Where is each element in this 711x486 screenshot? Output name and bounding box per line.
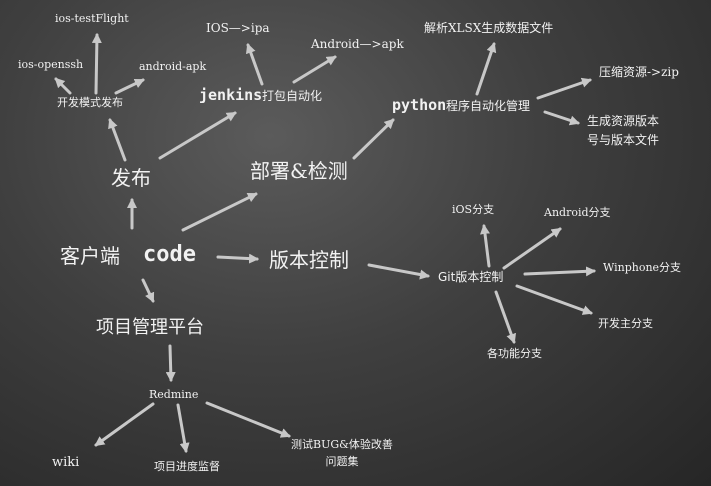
root-label-code: code: [143, 242, 196, 267]
version-control-node: 版本控制: [269, 248, 349, 272]
jenkins-suffix-label: 打包自动化: [262, 89, 323, 103]
ios-branch-node: iOS分支: [452, 203, 495, 216]
redmine-to-wiki-arrow: [94, 402, 155, 447]
dev-mode-release-node: 开发模式发布: [57, 96, 123, 109]
progress-monitor-node: 项目进度监督: [154, 460, 220, 473]
ios-testflight-node: ios-testFlight: [55, 12, 129, 25]
root-to-version-control-arrow: [216, 253, 259, 264]
project-mgmt-to-redmine-arrow: [165, 344, 176, 382]
android-branch-node: Android分支: [544, 206, 611, 219]
dev-mode-to-android-apk-arrow: [114, 78, 145, 95]
bug-collection-line-1: 测试BUG&体验改善: [291, 438, 393, 451]
redmine-node: Redmine: [149, 388, 199, 401]
python-to-gen-version-arrow: [543, 110, 580, 126]
compress-zip-node: 压缩资源->zip: [599, 65, 679, 79]
python-to-xlsx-arrow: [475, 42, 497, 96]
gen-version-line-1: 生成资源版本: [587, 114, 660, 128]
python-suffix-label: 程序自动化管理: [446, 99, 531, 113]
git-to-feature-arrow: [494, 290, 516, 344]
python-to-compress-arrow: [536, 77, 592, 100]
git-to-winphone-arrow: [523, 266, 596, 277]
version-control-to-git-arrow: [367, 263, 430, 280]
root-to-project-mgmt-arrow: [141, 278, 155, 303]
jenkins-to-ipa-arrow: [245, 43, 264, 86]
redmine-to-progress-arrow: [176, 403, 190, 453]
jenkins-brand-label: jenkins: [199, 86, 263, 104]
git-version-control-node: Git版本控制: [438, 270, 504, 284]
wiki-node: wiki: [52, 455, 80, 470]
git-to-dev-main-arrow: [515, 284, 593, 315]
bug-collection-node: 测试BUG&体验改善 问题集: [291, 436, 393, 470]
release-to-dev-mode-arrow: [108, 118, 127, 162]
ios-to-ipa-node: IOS—>ipa: [206, 21, 270, 35]
gen-version-line-2: 号与版本文件: [587, 132, 660, 147]
dev-mode-to-testflight-arrow: [91, 33, 102, 95]
feature-branch-node: 各功能分支: [487, 347, 542, 360]
dev-main-branch-node: 开发主分支: [598, 317, 653, 330]
winphone-branch-node: Winphone分支: [603, 261, 682, 274]
root-to-deploy-arrow: [181, 192, 258, 232]
android-apk-node: android-apk: [139, 60, 207, 73]
parse-xlsx-node: 解析XLSX生成数据文件: [424, 21, 554, 35]
jenkins-to-apk-arrow: [292, 55, 337, 84]
ios-openssh-node: ios-openssh: [18, 58, 84, 71]
release-to-jenkins-arrow: [158, 111, 237, 160]
git-to-android-arrow: [502, 227, 562, 270]
android-to-apk-node: Android—>apk: [311, 37, 404, 51]
bug-collection-line-2: 问题集: [325, 455, 359, 469]
deploy-check-node: 部署&检测: [250, 159, 348, 183]
redmine-to-bug-arrow: [205, 401, 291, 438]
release-node: 发布: [111, 166, 151, 190]
deploy-to-python-arrow: [352, 118, 395, 160]
root-label-prefix: 客户端: [60, 244, 120, 268]
project-mgmt-node: 项目管理平台: [96, 317, 204, 338]
gen-version-node: 生成资源版本 号与版本文件: [587, 112, 659, 149]
python-brand-label: python: [392, 96, 447, 114]
git-to-ios-arrow: [480, 224, 491, 268]
dev-mode-to-openssh-arrow: [54, 77, 72, 95]
